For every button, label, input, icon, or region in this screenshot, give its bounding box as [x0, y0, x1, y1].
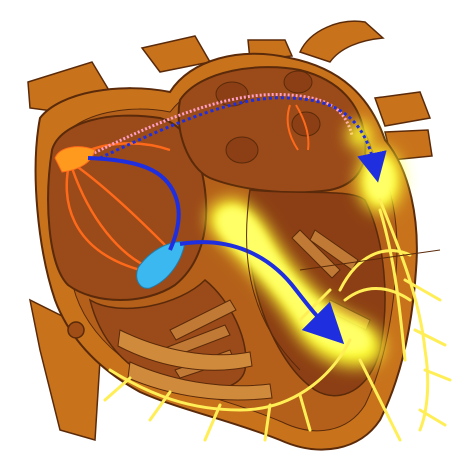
aortic-arch [300, 21, 383, 62]
vein-opening-2 [284, 71, 312, 93]
coronary-vessel [68, 322, 84, 338]
vein-opening-3 [226, 137, 258, 163]
vessel-right-upper [375, 92, 430, 126]
